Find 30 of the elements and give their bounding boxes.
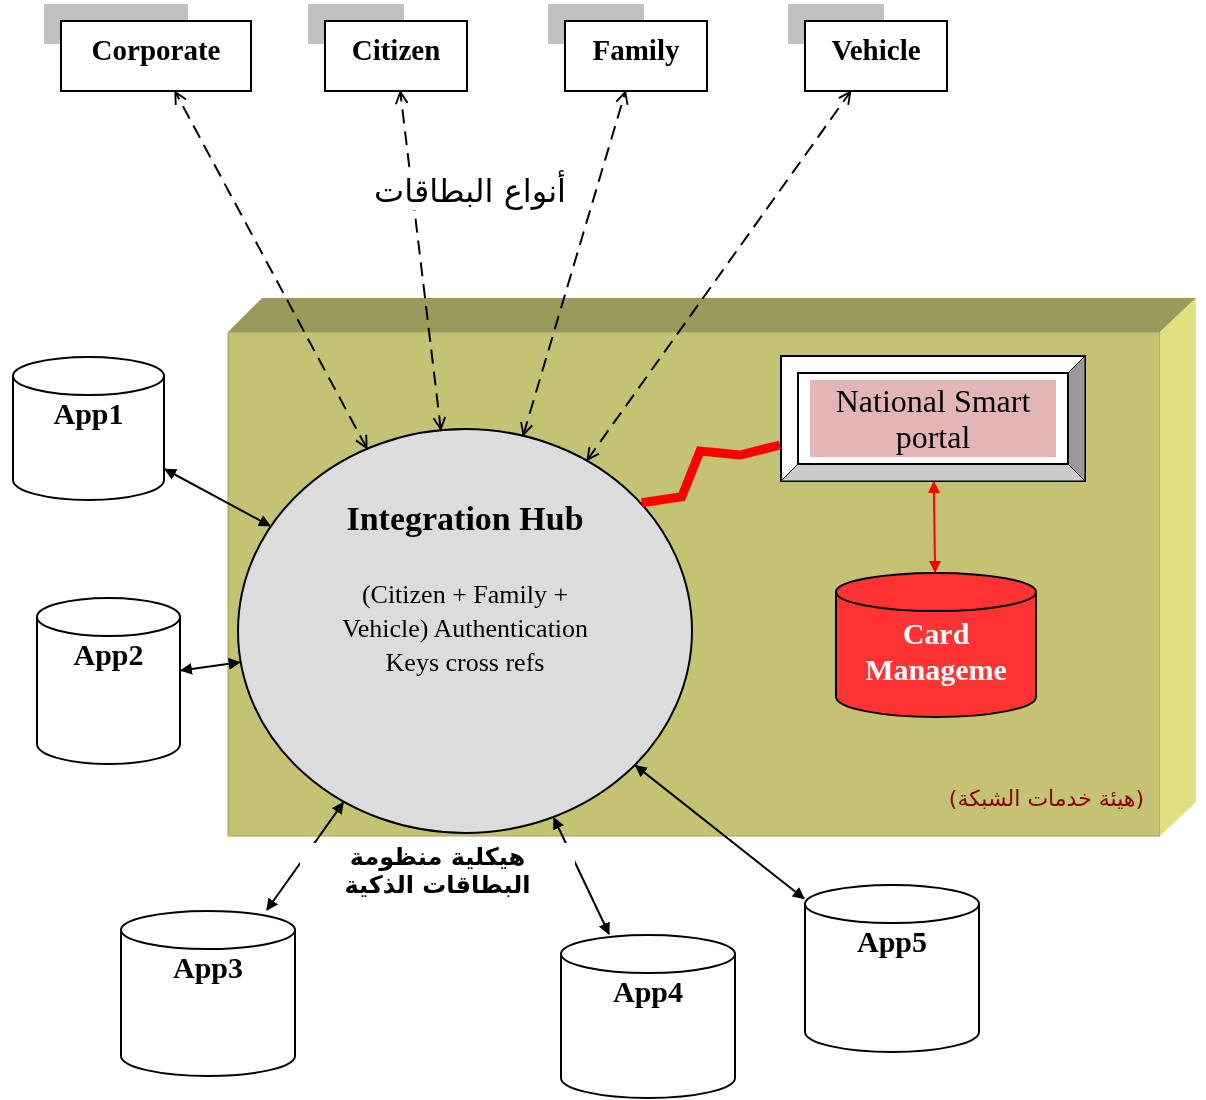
lightning-connector — [641, 440, 782, 508]
hub-description: (Citizen + Family + Vehicle) Authentication Keys cross refs — [340, 579, 590, 679]
arrow — [265, 801, 345, 911]
arrow — [164, 468, 271, 527]
card-type-name: Citizen — [350, 34, 442, 67]
arrow — [552, 816, 610, 935]
card-type-name: Family — [591, 34, 681, 67]
arrow — [180, 657, 241, 675]
card-type-box — [324, 20, 468, 92]
database-label: Card Manageme — [864, 616, 1008, 688]
card-type-name: Corporate — [90, 34, 222, 67]
arrow — [395, 91, 447, 431]
application-label: App5 — [855, 924, 928, 960]
card-type-name: Vehicle — [830, 34, 922, 67]
portal-label: National Smart portal — [834, 383, 1032, 455]
application-label: App3 — [171, 950, 244, 986]
application-label: App1 — [52, 396, 125, 432]
arrow — [634, 764, 805, 900]
card-type-box — [60, 20, 252, 92]
arrow — [928, 481, 941, 573]
application-label: App4 — [611, 974, 684, 1010]
hub-title: Integration Hub — [345, 500, 585, 538]
arrow — [174, 91, 368, 449]
arrow — [586, 91, 852, 461]
diagram-title: هيكلية منظومة البطاقات الذكية — [300, 843, 575, 899]
card-type-box — [564, 20, 708, 92]
arrow — [520, 91, 629, 436]
organization-label: (هيئة خدمات الشبكة) — [948, 786, 1144, 811]
application-label: App2 — [72, 637, 145, 673]
card-type-box — [804, 20, 948, 92]
